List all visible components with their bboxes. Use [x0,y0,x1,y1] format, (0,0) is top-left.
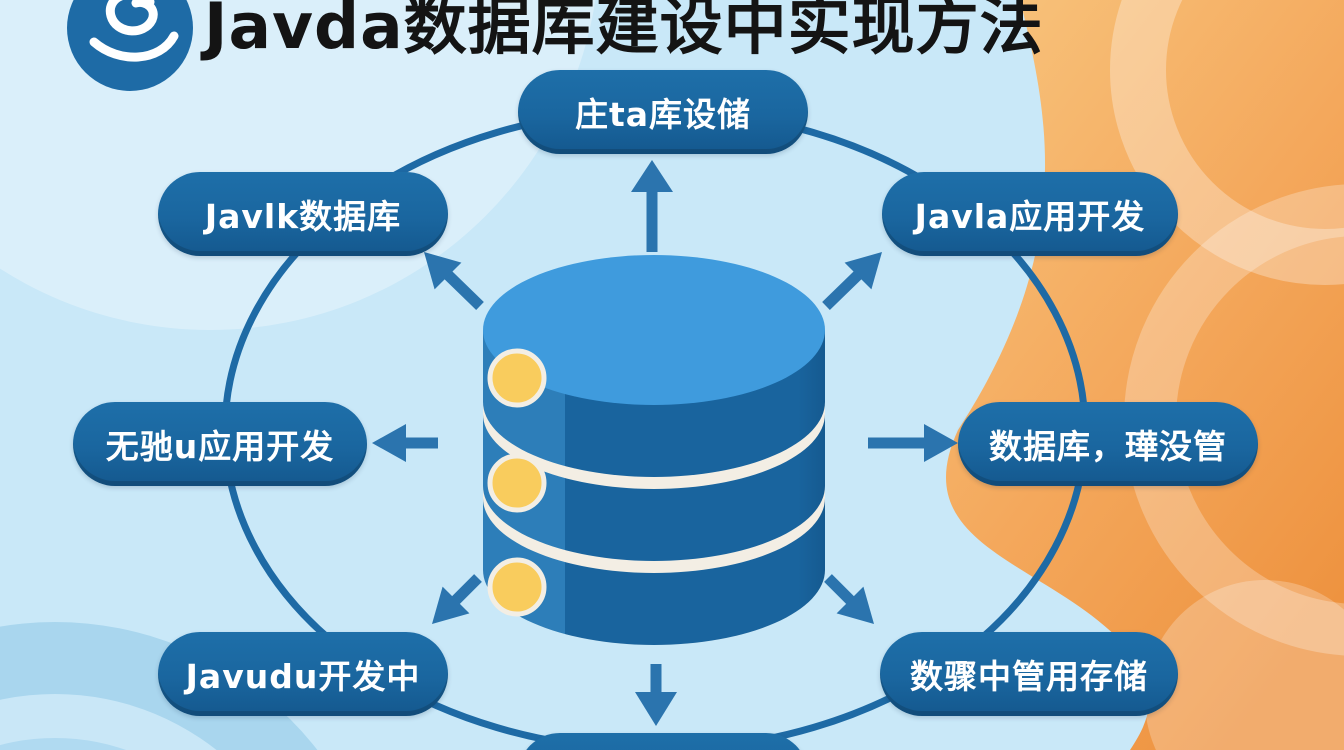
node-left-label: 无驰u应用开发 [105,427,335,466]
db-top-ellipse [483,255,825,405]
arrow-left-icon [372,424,438,462]
arrow-right-icon [868,424,958,462]
arrow-up-left-icon [424,252,484,310]
db-dot-1 [487,348,547,408]
page-title: Javda数据库建设中实现方法 [204,0,1044,63]
db-dot-2 [487,453,547,513]
node-right: 数据库，璍没管 [958,402,1258,486]
node-bottom-left-label: Javudu开发中 [185,657,421,696]
db-tier-2 [483,414,825,561]
arrow-up-right-icon [822,252,882,310]
arrow-down-right-icon [824,574,874,624]
node-top-right: Javla应用开发 [882,172,1178,256]
arrow-down-icon [635,664,677,726]
node-bottom-right: 数骤中管用存储 [880,632,1178,716]
node-left: 无驰u应用开发 [73,402,367,486]
arrow-up-icon [631,160,673,252]
bg-ripple-inner [0,738,126,750]
node-bottom-right-label: 数骤中管用存储 [910,657,1148,696]
arrow-down-left-icon [432,574,482,624]
node-top-label: 庄ta库设储 [574,95,752,134]
db-dot-3 [487,557,547,617]
node-top-left-label: Javlk数据库 [204,197,402,236]
database-icon [483,255,825,645]
node-top-right-label: Javla应用开发 [914,197,1146,236]
java-coffee-cup-logo [67,0,193,91]
db-tier-3 [483,498,825,645]
node-bottom [518,733,808,750]
logo-swirl-icon [105,0,158,36]
node-right-label: 数据库，璍没管 [989,427,1227,466]
node-bottom-left: Javudu开发中 [158,632,448,716]
node-top: 庄ta库设储 [518,70,808,154]
logo-saucer-icon [89,31,179,62]
node-top-left: Javlk数据库 [158,172,448,256]
